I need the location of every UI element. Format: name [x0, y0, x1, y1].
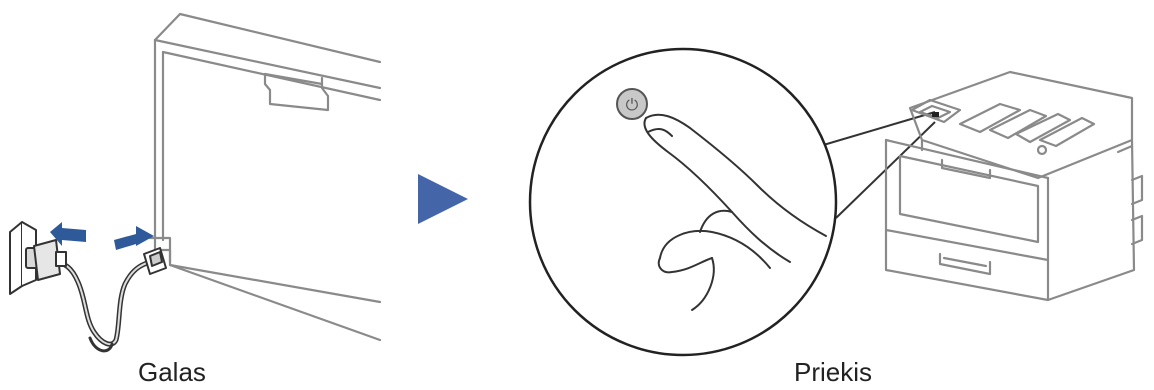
zoom-callout [528, 47, 936, 357]
printer-connector [143, 247, 167, 275]
power-button: ⏻ [616, 88, 648, 120]
power-icon: ⏻ [626, 95, 639, 114]
insert-arrow-right [114, 226, 154, 250]
pressing-hand [643, 113, 827, 311]
printer-front-view [884, 70, 1144, 302]
insert-arrow-left [50, 222, 86, 246]
wall-plug [33, 239, 67, 281]
back-view-caption: Galas [138, 357, 206, 387]
power-cord [49, 259, 153, 353]
next-step-arrow [418, 174, 468, 224]
printer-back-view [148, 12, 382, 342]
wall-socket [9, 221, 43, 295]
power-button-location [932, 112, 939, 117]
front-view-caption: Priekis [794, 357, 873, 387]
